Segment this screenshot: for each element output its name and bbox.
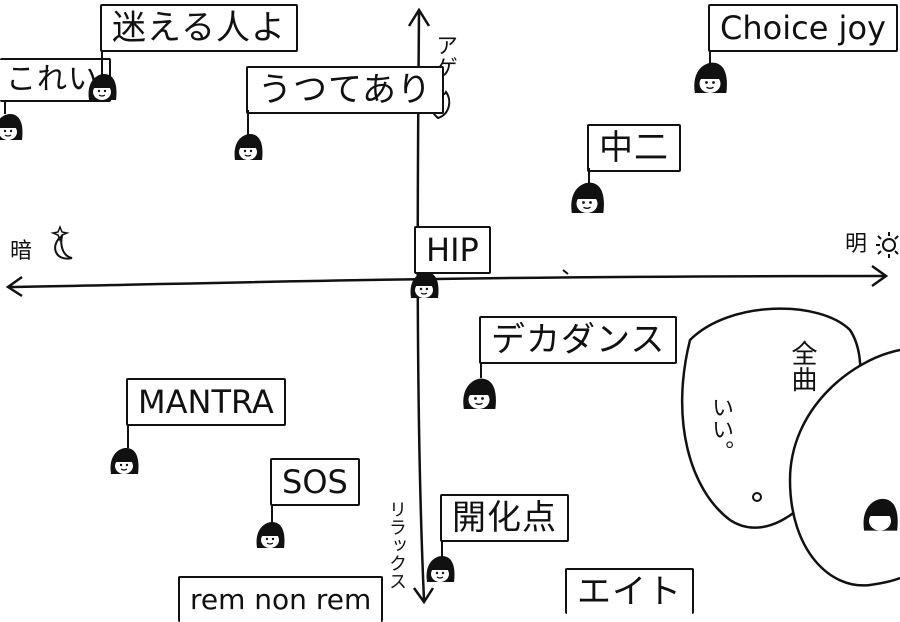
axis-label-bottom: リラックス [386, 500, 407, 590]
pole-chuni [588, 168, 590, 184]
pole-choicejoy [709, 50, 711, 64]
pole-utsutearii [247, 110, 249, 136]
flag-chuni: 中二 [587, 124, 681, 172]
horizontal-axis [9, 274, 886, 289]
face-icon [571, 182, 604, 213]
pole-mantra [127, 424, 129, 448]
flag-kowai: これい [0, 58, 111, 102]
face-icon [463, 378, 496, 409]
flag-eito: エイト [565, 568, 694, 614]
flag-kaikaten: 開化点 [440, 494, 569, 542]
blob-text-zenkyoku: 全曲 [787, 340, 817, 392]
flag-sos: SOS [270, 458, 360, 506]
face-icon [110, 448, 139, 474]
pole-kaikaten [441, 540, 443, 558]
flag-hip: HIP [414, 226, 491, 274]
face-icon [0, 114, 23, 140]
flag-remnonrem: rem non rem [178, 576, 384, 622]
face-icon [234, 134, 263, 160]
face-icon [426, 556, 455, 582]
right-arrowhead [871, 264, 889, 288]
top-arrowhead [407, 7, 431, 27]
pole-mayoeru [101, 50, 103, 78]
pole-sos [271, 504, 273, 524]
left-arrowhead [5, 275, 23, 298]
flag-choicejoy: Choice joy [708, 4, 898, 52]
flag-utsutearii: うつてあり [246, 66, 444, 114]
face-icon [410, 272, 439, 298]
bottom-arrowhead [412, 587, 435, 605]
pole-decadence [480, 362, 482, 378]
flag-decadence: デカダンス [479, 316, 678, 364]
flag-mayoeru: 迷える人よ [100, 4, 298, 52]
axis-label-right: 明 [845, 232, 868, 257]
face-icon [88, 74, 117, 100]
blob-text-ii: いい。 [708, 396, 733, 462]
flag-mantra: MANTRA [126, 378, 286, 426]
pole-kowai [4, 100, 6, 114]
axis-label-left: 暗 [10, 239, 33, 264]
moon-icon [50, 224, 73, 260]
face-icon [256, 522, 285, 548]
sun-icon [876, 232, 899, 258]
blob-dot [752, 492, 762, 502]
face-icon [863, 498, 898, 531]
axis-tick-mark [562, 269, 569, 275]
face-icon [694, 62, 727, 93]
